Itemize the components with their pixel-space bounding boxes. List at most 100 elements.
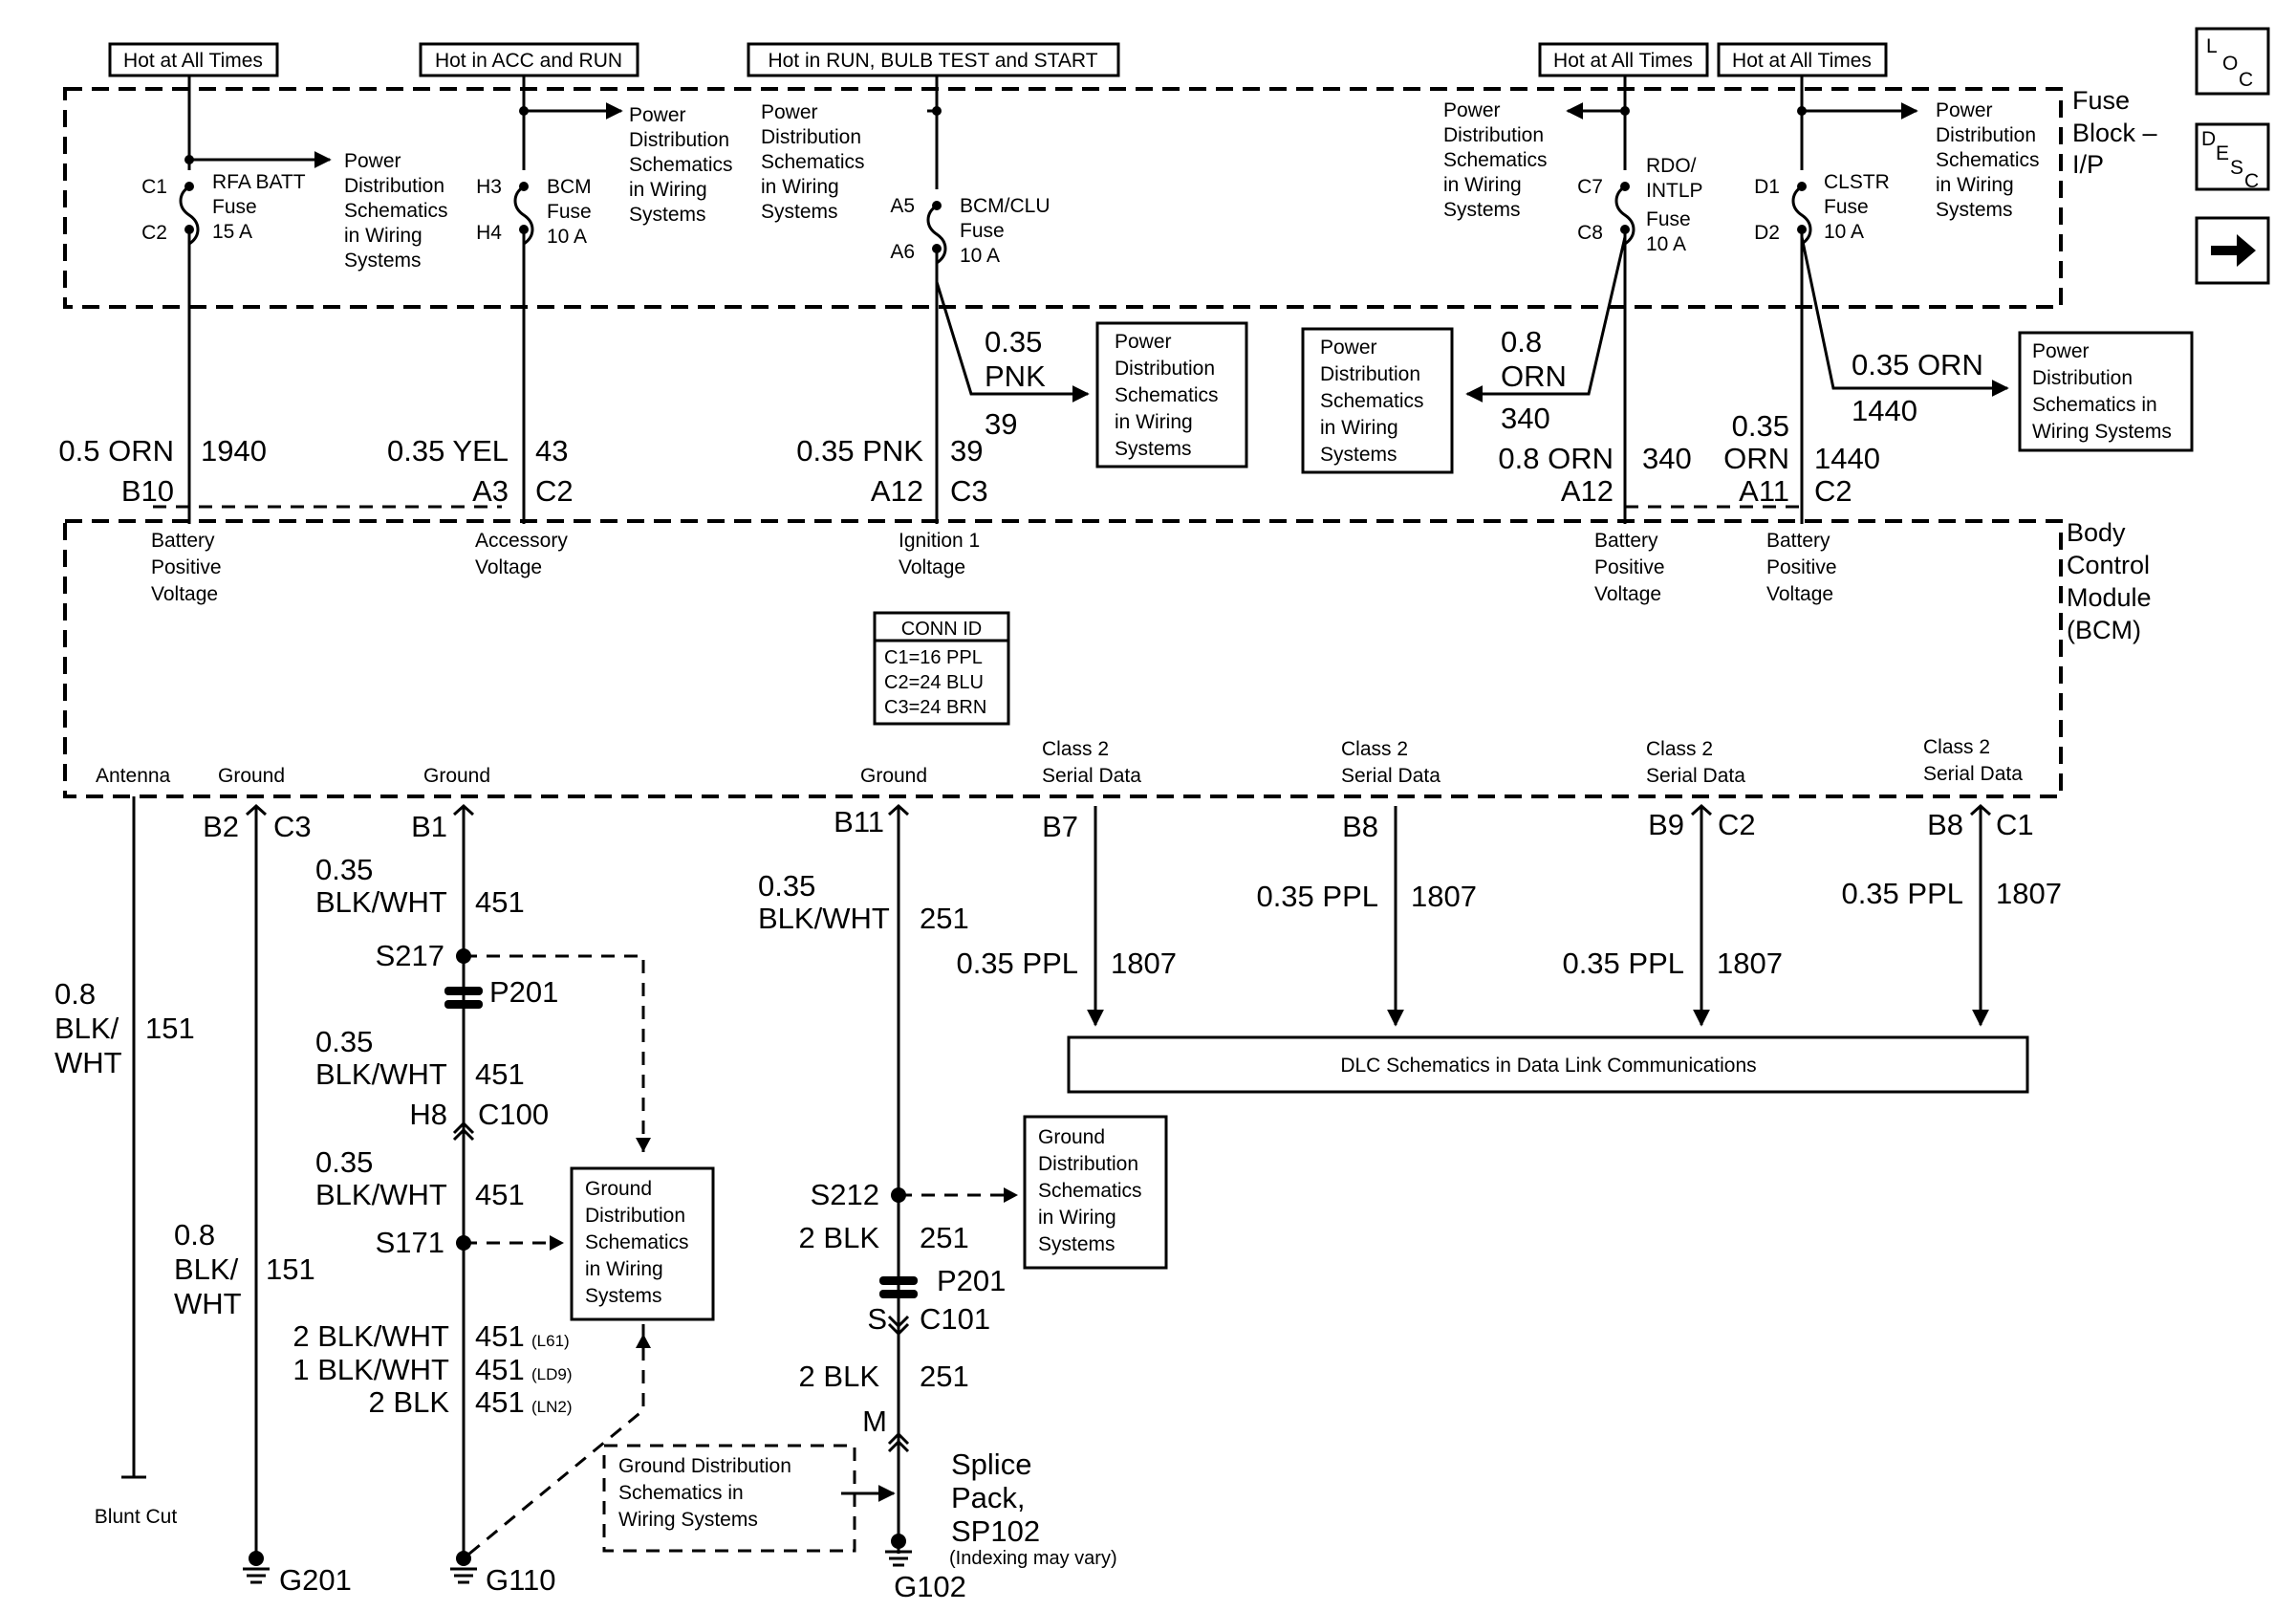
svg-text:C2: C2 <box>535 474 574 508</box>
upper-wire-labels: 0.5 ORN 1940 B10 0.35 YEL 43 A3 C2 0.35 … <box>58 325 1982 508</box>
svg-text:SP102: SP102 <box>951 1514 1040 1548</box>
svg-text:2 BLK/WHT: 2 BLK/WHT <box>292 1319 449 1353</box>
svg-text:Fuse: Fuse <box>2072 86 2130 115</box>
svg-text:Positive: Positive <box>1766 556 1837 578</box>
svg-text:Distribution: Distribution <box>1038 1153 1138 1175</box>
svg-text:C8: C8 <box>1577 222 1603 244</box>
svg-text:Power: Power <box>2032 340 2090 362</box>
svg-text:Distribution: Distribution <box>1936 124 2036 146</box>
bcm-input-labels: Battery Positive Voltage Accessory Volta… <box>151 530 1837 605</box>
svg-text:C100: C100 <box>478 1098 549 1131</box>
power-source-acc-run: Hot in ACC and RUN <box>435 50 622 72</box>
svg-text:1807: 1807 <box>1996 877 2062 910</box>
svg-text:in Wiring: in Wiring <box>629 179 707 201</box>
svg-text:C: C <box>2244 170 2259 192</box>
svg-text:0.5 ORN: 0.5 ORN <box>58 434 174 468</box>
power-distribution-arrows <box>189 102 1918 168</box>
svg-text:Schematics in: Schematics in <box>2032 394 2157 416</box>
lower-wires <box>121 796 1989 1554</box>
fuse-pins: C1 C2 H3 H4 A5 A6 C7 C8 D1 D2 <box>141 176 1780 263</box>
svg-text:D2: D2 <box>1754 222 1780 244</box>
upper-wires <box>187 229 2009 512</box>
svg-text:WHT: WHT <box>174 1287 242 1320</box>
svg-text:Systems: Systems <box>1115 438 1192 460</box>
svg-text:M: M <box>862 1404 887 1438</box>
ground-ref-box-b: Ground Distribution Schematics in Wiring… <box>1023 1115 1168 1270</box>
svg-text:1 BLK/WHT: 1 BLK/WHT <box>292 1353 449 1386</box>
svg-text:Class 2: Class 2 <box>1341 738 1408 760</box>
svg-text:2 BLK: 2 BLK <box>799 1221 880 1254</box>
svg-text:Distribution: Distribution <box>344 175 444 197</box>
svg-text:451: 451 <box>475 885 525 919</box>
svg-text:Schematics in: Schematics in <box>618 1482 744 1504</box>
svg-text:0.35: 0.35 <box>758 869 815 903</box>
svg-text:Schematics: Schematics <box>761 151 865 173</box>
svg-text:H4: H4 <box>476 222 502 244</box>
svg-text:Ground: Ground <box>585 1178 652 1200</box>
svg-text:Wiring Systems: Wiring Systems <box>618 1509 758 1531</box>
svg-text:Ground: Ground <box>1038 1126 1105 1148</box>
svg-text:in Wiring: in Wiring <box>344 225 422 247</box>
svg-text:Fuse: Fuse <box>212 196 257 218</box>
power-source-hot-at-all-times-2: Hot at All Times <box>1553 50 1693 72</box>
svg-text:L: L <box>2206 35 2218 57</box>
svg-text:Systems: Systems <box>1320 444 1397 466</box>
svg-text:Ground: Ground <box>860 765 927 787</box>
svg-text:Distribution: Distribution <box>1443 124 1544 146</box>
svg-text:S217: S217 <box>376 939 444 972</box>
svg-text:0.35 PNK: 0.35 PNK <box>796 434 923 468</box>
svg-text:Accessory: Accessory <box>475 530 568 552</box>
svg-text:C3: C3 <box>950 474 988 508</box>
svg-text:B8: B8 <box>1342 810 1378 843</box>
svg-text:(L61): (L61) <box>531 1332 570 1350</box>
svg-text:C1: C1 <box>1996 808 2034 841</box>
loc-icon[interactable]: LOC <box>2195 27 2270 96</box>
svg-text:Battery: Battery <box>1766 530 1830 552</box>
svg-text:in Wiring: in Wiring <box>585 1258 663 1280</box>
svg-text:C3=24 BRN: C3=24 BRN <box>884 697 986 718</box>
svg-text:in Wiring: in Wiring <box>1320 417 1398 439</box>
svg-text:(LN2): (LN2) <box>531 1398 573 1416</box>
svg-text:in Wiring: in Wiring <box>761 176 839 198</box>
svg-text:C7: C7 <box>1577 176 1603 198</box>
svg-text:A12: A12 <box>1561 474 1614 508</box>
option-codes: (L61) (LD9) (LN2) (Indexing may vary) <box>531 1332 1117 1569</box>
svg-text:Voltage: Voltage <box>1594 583 1661 605</box>
svg-text:B1: B1 <box>411 810 447 843</box>
bcm-title: Body Control Module (BCM) <box>2067 518 2152 644</box>
svg-text:A12: A12 <box>871 474 923 508</box>
power-source-labels: Hot at All Times Hot in ACC and RUN Hot … <box>108 42 1888 77</box>
svg-text:Ignition 1: Ignition 1 <box>899 530 980 552</box>
svg-text:Power: Power <box>1115 331 1172 353</box>
svg-text:Power: Power <box>761 101 818 123</box>
svg-text:C2: C2 <box>1814 474 1852 508</box>
feed-junctions <box>184 106 1807 164</box>
svg-text:1807: 1807 <box>1111 947 1177 980</box>
svg-text:0.8: 0.8 <box>1501 325 1542 359</box>
svg-text:Schematics: Schematics <box>344 200 448 222</box>
svg-text:0.8: 0.8 <box>174 1218 215 1252</box>
svg-text:Distribution: Distribution <box>585 1205 685 1227</box>
svg-text:Class 2: Class 2 <box>1042 738 1109 760</box>
svg-text:B11: B11 <box>834 805 884 838</box>
svg-text:G201: G201 <box>279 1563 352 1597</box>
svg-text:WHT: WHT <box>54 1046 122 1079</box>
next-page-arrow-icon[interactable] <box>2195 216 2270 285</box>
svg-text:PNK: PNK <box>985 359 1046 393</box>
svg-text:Voltage: Voltage <box>151 583 218 605</box>
svg-text:Module: Module <box>2067 583 2152 612</box>
svg-text:C: C <box>2239 69 2253 91</box>
svg-text:340: 340 <box>1501 402 1550 435</box>
svg-text:Positive: Positive <box>1594 556 1665 578</box>
fuse-names: RFA BATT Fuse 15 A BCM Fuse 10 A BCM/CLU… <box>212 155 1890 267</box>
svg-text:1940: 1940 <box>201 434 267 468</box>
svg-text:2 BLK: 2 BLK <box>799 1360 880 1393</box>
svg-text:B2: B2 <box>203 810 239 843</box>
svg-text:Systems: Systems <box>585 1285 662 1307</box>
svg-text:Power: Power <box>1320 337 1377 359</box>
svg-text:Serial Data: Serial Data <box>1341 765 1440 787</box>
svg-text:Distribution: Distribution <box>629 129 729 151</box>
svg-text:0.35 PPL: 0.35 PPL <box>1841 877 1963 910</box>
bcm-input-stubs <box>187 512 1804 524</box>
